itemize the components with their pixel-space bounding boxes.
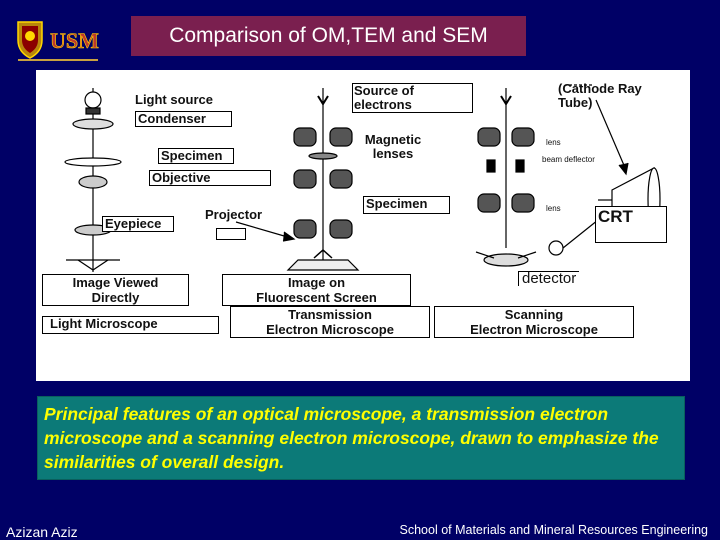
microscope-diagram: Light source Condenser Specimen Objectiv… [36,70,690,381]
label-specimen-om: Specimen [158,148,234,164]
label-lens-small-2: lens [546,204,561,213]
label-eyepiece: Eyepiece [102,216,174,232]
beam-deflector-icon [486,159,496,173]
light-bulb-icon [84,91,102,109]
objective-lens-icon [78,175,108,189]
label-detector: detector [518,271,580,286]
om-image-line1: Image Viewed [72,275,159,290]
footer-school: School of Materials and Mineral Resource… [399,523,709,537]
eye-icon [77,259,109,271]
om-specimen-stage-icon [64,157,122,167]
magnetic-line2: lenses [372,146,414,161]
cathode-line2: Tube) [558,95,593,110]
label-light-source: Light source [135,92,214,107]
source-line2: electrons [354,97,412,112]
sem-name-line2: Electron Microscope [470,322,598,337]
svg-text:USM: USM [50,28,99,53]
tem-image-line2: Fluorescent Screen [256,290,377,305]
tem-name-line1: Transmission [288,307,372,322]
label-beam-deflector: beam deflector [542,155,595,164]
sem-lens-icons [477,127,535,213]
tem-specimen-icon [308,152,338,160]
source-line1: Source of [354,83,414,98]
panel-image-on-fluorescent-screen: Image on Fluorescent Screen [222,274,411,306]
panel-light-microscope: Light Microscope [42,316,219,334]
sem-electron-source-icon [500,95,512,106]
label-magnetic-lenses: Magnetic lenses [359,133,427,161]
slide-caption: Principal features of an optical microsc… [37,396,685,480]
fluorescent-screen-icon [286,259,360,271]
cathode-arrow-line [595,99,627,171]
footer-author: Azizan Aziz [6,524,78,540]
magnetic-line1: Magnetic [364,132,422,147]
label-specimen-tem: Specimen [363,196,450,214]
projector-label-box [216,228,246,240]
condenser-lens-icon [72,118,114,130]
sem-specimen-icon [483,253,529,267]
label-cathode-ray-tube: (Cathode Ray Tube) [558,82,642,110]
om-image-line2: Directly [91,290,140,305]
tem-image-line1: Image on [287,275,346,290]
bulb-base-icon [85,107,101,115]
label-source-of-electrons: Source of electrons [352,83,473,113]
slide-title: Comparison of OM,TEM and SEM [131,16,526,56]
label-crt: CRT [595,206,667,243]
university-logo: USM [12,18,104,64]
panel-transmission-electron-microscope: Transmission Electron Microscope [230,306,430,338]
sem-name-line1: Scanning [504,307,564,322]
tem-name-line2: Electron Microscope [266,322,394,337]
label-objective: Objective [149,170,271,186]
projector-arrow-line [235,221,292,239]
cathode-line1: (Cathode Ray [558,81,642,96]
panel-scanning-electron-microscope: Scanning Electron Microscope [434,306,634,338]
tem-magnetic-lens-icons [293,127,353,239]
university-crest-icon: USM [17,21,99,61]
detector-icon [548,240,564,256]
label-lens-small: lens [546,138,561,147]
label-projector: Projector [205,207,263,222]
panel-image-viewed-directly: Image Viewed Directly [42,274,189,306]
label-condenser: Condenser [135,111,232,127]
tem-electron-source-icon [317,95,329,106]
